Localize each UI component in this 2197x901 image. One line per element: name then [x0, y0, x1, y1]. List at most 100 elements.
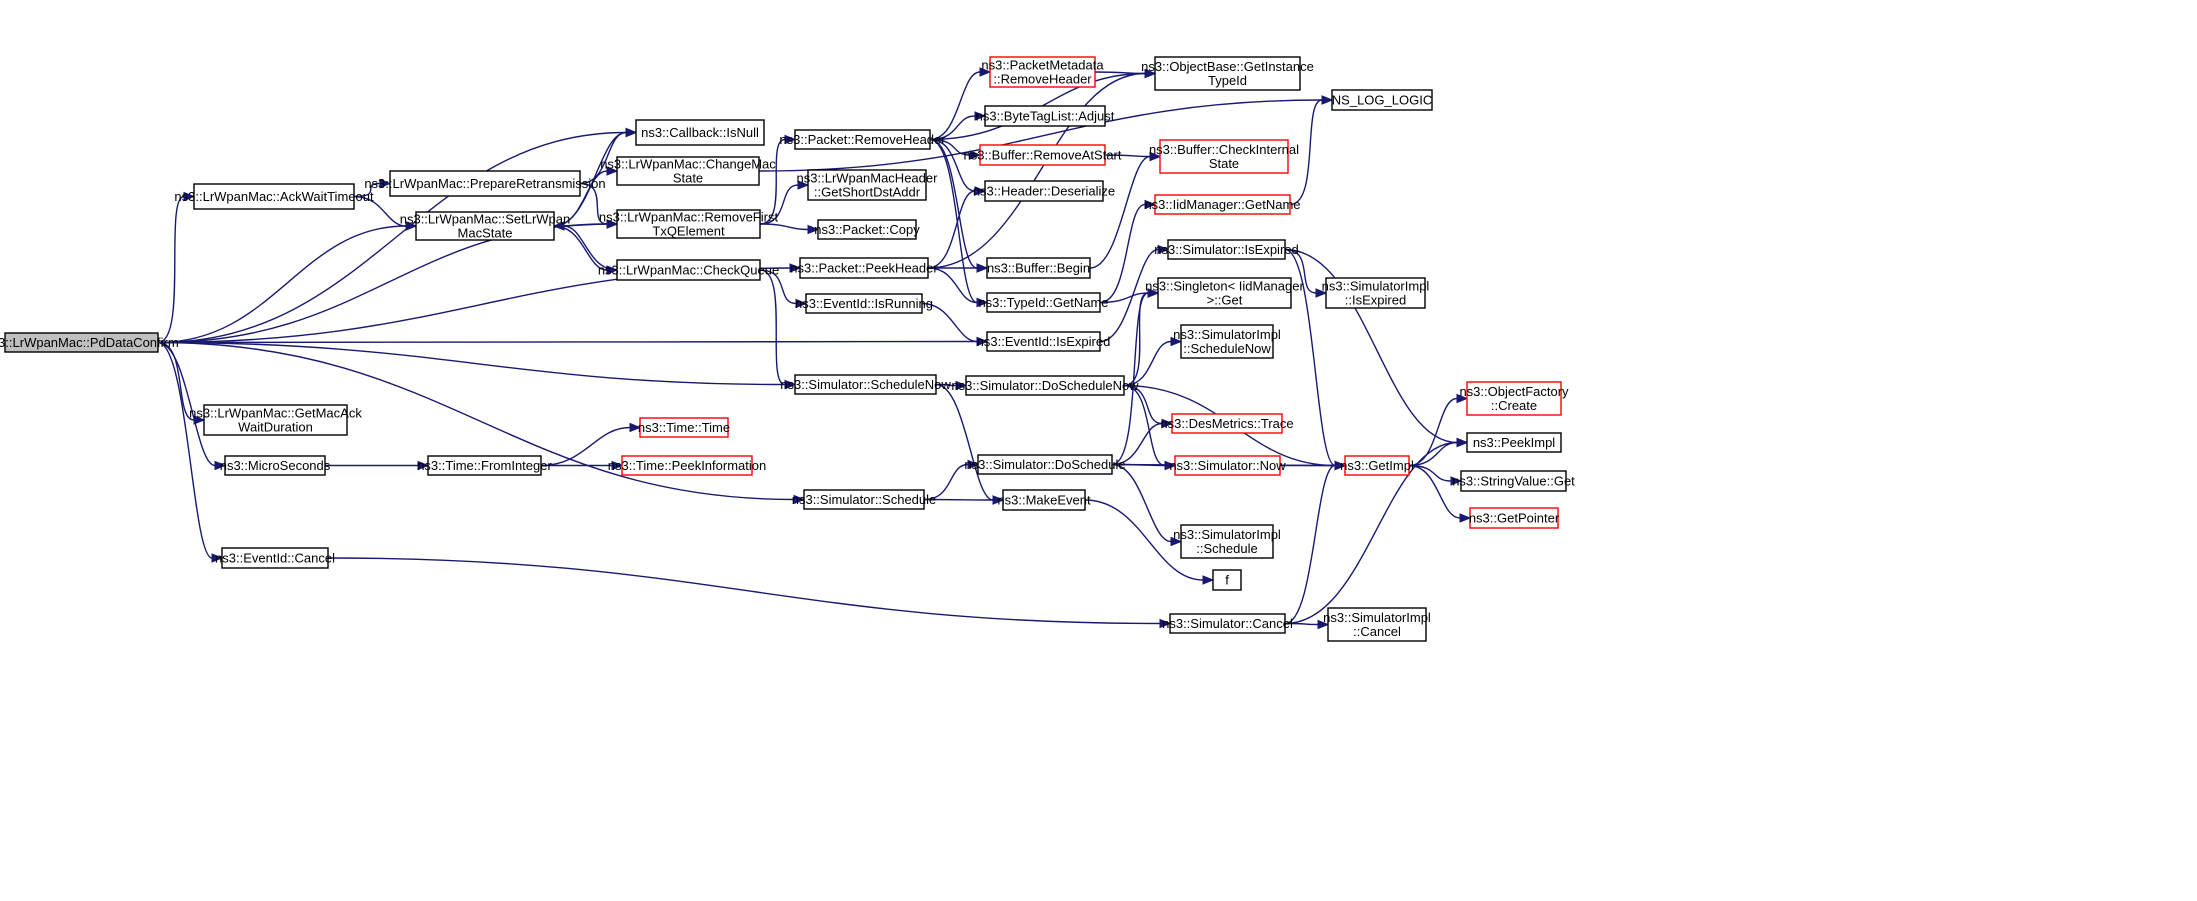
node-box-pph[interactable]: [799, 257, 929, 279]
node-sicancel[interactable]: ns3::SimulatorImpl::Cancel: [1323, 607, 1431, 642]
node-sisch[interactable]: ns3::SimulatorImpl::Schedule: [1173, 524, 1281, 559]
node-pmrh[interactable]: ns3::PacketMetadata::RemoveHeader: [981, 56, 1104, 88]
node-box-hdes[interactable]: [984, 180, 1104, 202]
node-sisn[interactable]: ns3::SimulatorImpl::ScheduleNow: [1173, 324, 1281, 359]
node-box-tigm[interactable]: [986, 292, 1101, 313]
node-scancel[interactable]: ns3::Simulator::Cancel: [1162, 613, 1293, 634]
node-peekimpl[interactable]: ns3::PeekImpl: [1466, 432, 1562, 453]
node-box-cbnull[interactable]: [635, 119, 765, 146]
node-sie[interactable]: ns3::Simulator::IsExpired: [1154, 239, 1299, 260]
node-hdes[interactable]: ns3::Header::Deserialize: [973, 180, 1115, 202]
node-pcopy[interactable]: ns3::Packet::Copy: [814, 219, 920, 240]
node-box-pd[interactable]: [4, 332, 159, 353]
node-awt[interactable]: ns3::LrWpanMac::AckWaitTimeout: [174, 183, 374, 210]
node-box-iidgn[interactable]: [1154, 194, 1291, 215]
node-box-svget[interactable]: [1460, 470, 1567, 492]
node-svget[interactable]: ns3::StringValue::Get: [1452, 470, 1575, 492]
node-ttime[interactable]: ns3::Time::Time: [638, 417, 730, 438]
node-ssched[interactable]: ns3::Simulator::Schedule: [792, 489, 937, 510]
node-bbegin[interactable]: ns3::Buffer::Begin: [986, 257, 1091, 279]
node-snow[interactable]: ns3::Simulator::Now: [1169, 455, 1286, 476]
node-tpi[interactable]: ns3::Time::PeekInformation: [608, 455, 766, 476]
node-box-gmawd[interactable]: [203, 404, 348, 436]
node-box-mev[interactable]: [1002, 489, 1086, 511]
node-bbtla[interactable]: ns3::ByteTagList::Adjust: [976, 105, 1115, 127]
node-box-eic[interactable]: [221, 547, 329, 569]
node-box-eiir[interactable]: [805, 293, 923, 314]
node-eiir[interactable]: ns3::EventId::IsRunning: [795, 293, 933, 314]
node-getptr[interactable]: ns3::GetPointer: [1469, 507, 1560, 529]
node-box-bci[interactable]: [1159, 139, 1289, 174]
node-box-dmt[interactable]: [1171, 413, 1283, 434]
node-box-ssched[interactable]: [803, 489, 925, 510]
node-box-cms[interactable]: [616, 156, 760, 186]
node-box-awt[interactable]: [193, 183, 355, 210]
node-box-bbtla[interactable]: [984, 105, 1106, 127]
node-gsda[interactable]: ns3::LrWpanMacHeader::GetShortDstAddr: [797, 169, 939, 201]
node-box-sds[interactable]: [977, 454, 1113, 475]
node-box-bras[interactable]: [979, 144, 1106, 166]
node-tigm[interactable]: ns3::TypeId::GetName: [978, 292, 1109, 313]
node-ssn[interactable]: ns3::Simulator::ScheduleNow: [780, 374, 951, 395]
node-prh[interactable]: ns3::Packet::RemoveHeader: [779, 129, 946, 150]
node-box-sicancel[interactable]: [1327, 607, 1427, 642]
node-eic[interactable]: ns3::EventId::Cancel: [215, 547, 335, 569]
node-box-siie[interactable]: [1325, 277, 1426, 309]
node-box-pcopy[interactable]: [817, 219, 917, 240]
node-box-sie[interactable]: [1167, 239, 1286, 260]
node-box-tfi[interactable]: [427, 455, 542, 476]
node-box-slms[interactable]: [415, 211, 555, 241]
node-pph[interactable]: ns3::Packet::PeekHeader: [790, 257, 938, 279]
node-getimpl[interactable]: ns3::GetImpl: [1340, 455, 1414, 476]
node-nslog[interactable]: NS_LOG_LOGIC: [1331, 89, 1433, 111]
node-dmt[interactable]: ns3::DesMetrics::Trace: [1160, 413, 1294, 434]
node-box-ms[interactable]: [224, 455, 326, 476]
node-box-peekimpl[interactable]: [1466, 432, 1562, 453]
node-tfi[interactable]: ns3::Time::FromInteger: [417, 455, 552, 476]
node-box-pmrh[interactable]: [989, 56, 1096, 88]
node-box-sisch[interactable]: [1180, 524, 1274, 559]
node-box-gsda[interactable]: [807, 169, 927, 201]
node-bras[interactable]: ns3::Buffer::RemoveAtStart: [964, 144, 1122, 166]
node-iidgn[interactable]: ns3::IidManager::GetName: [1144, 194, 1301, 215]
node-box-cq[interactable]: [616, 259, 761, 281]
node-pd[interactable]: ns3::LrWpanMac::PdDataConfirm: [0, 332, 179, 353]
node-box-ofc[interactable]: [1466, 381, 1562, 416]
node-singget[interactable]: ns3::Singleton< IidManager>::Get: [1145, 277, 1304, 309]
node-box-prr[interactable]: [389, 170, 581, 197]
node-sdsn[interactable]: ns3::Simulator::DoScheduleNow: [951, 375, 1139, 396]
node-box-nslog[interactable]: [1331, 89, 1433, 111]
node-box-scancel[interactable]: [1169, 613, 1286, 634]
node-sds[interactable]: ns3::Simulator::DoSchedule: [964, 454, 1126, 475]
node-box-tpi[interactable]: [621, 455, 753, 476]
node-f[interactable]: f: [1212, 569, 1242, 591]
node-box-ssn[interactable]: [794, 374, 937, 395]
node-box-eiie[interactable]: [986, 331, 1101, 352]
node-box-ttime[interactable]: [639, 417, 729, 438]
node-box-f[interactable]: [1212, 569, 1242, 591]
node-cbnull[interactable]: ns3::Callback::IsNull: [635, 119, 765, 146]
node-cq[interactable]: ns3::LrWpanMac::CheckQueue: [598, 259, 779, 281]
node-box-getimpl[interactable]: [1344, 455, 1410, 476]
node-box-getptr[interactable]: [1469, 507, 1559, 529]
node-box-prh[interactable]: [794, 129, 931, 150]
node-mev[interactable]: ns3::MakeEvent: [997, 489, 1091, 511]
node-siie[interactable]: ns3::SimulatorImpl::IsExpired: [1322, 277, 1430, 309]
node-box-sisn[interactable]: [1180, 324, 1274, 359]
node-box-obgit[interactable]: [1154, 56, 1301, 91]
node-prr[interactable]: ns3::LrWpanMac::PrepareRetransmission: [364, 170, 606, 197]
node-box-sdsn[interactable]: [965, 375, 1125, 396]
node-eiie[interactable]: ns3::EventId::IsExpired: [977, 331, 1111, 352]
node-ofc[interactable]: ns3::ObjectFactory::Create: [1459, 381, 1569, 416]
node-box-bbegin[interactable]: [986, 257, 1091, 279]
node-ms[interactable]: ns3::MicroSeconds: [220, 455, 331, 476]
node-box-singget[interactable]: [1157, 277, 1292, 309]
node-box-rfte[interactable]: [616, 209, 761, 239]
node-box-snow[interactable]: [1174, 455, 1281, 476]
